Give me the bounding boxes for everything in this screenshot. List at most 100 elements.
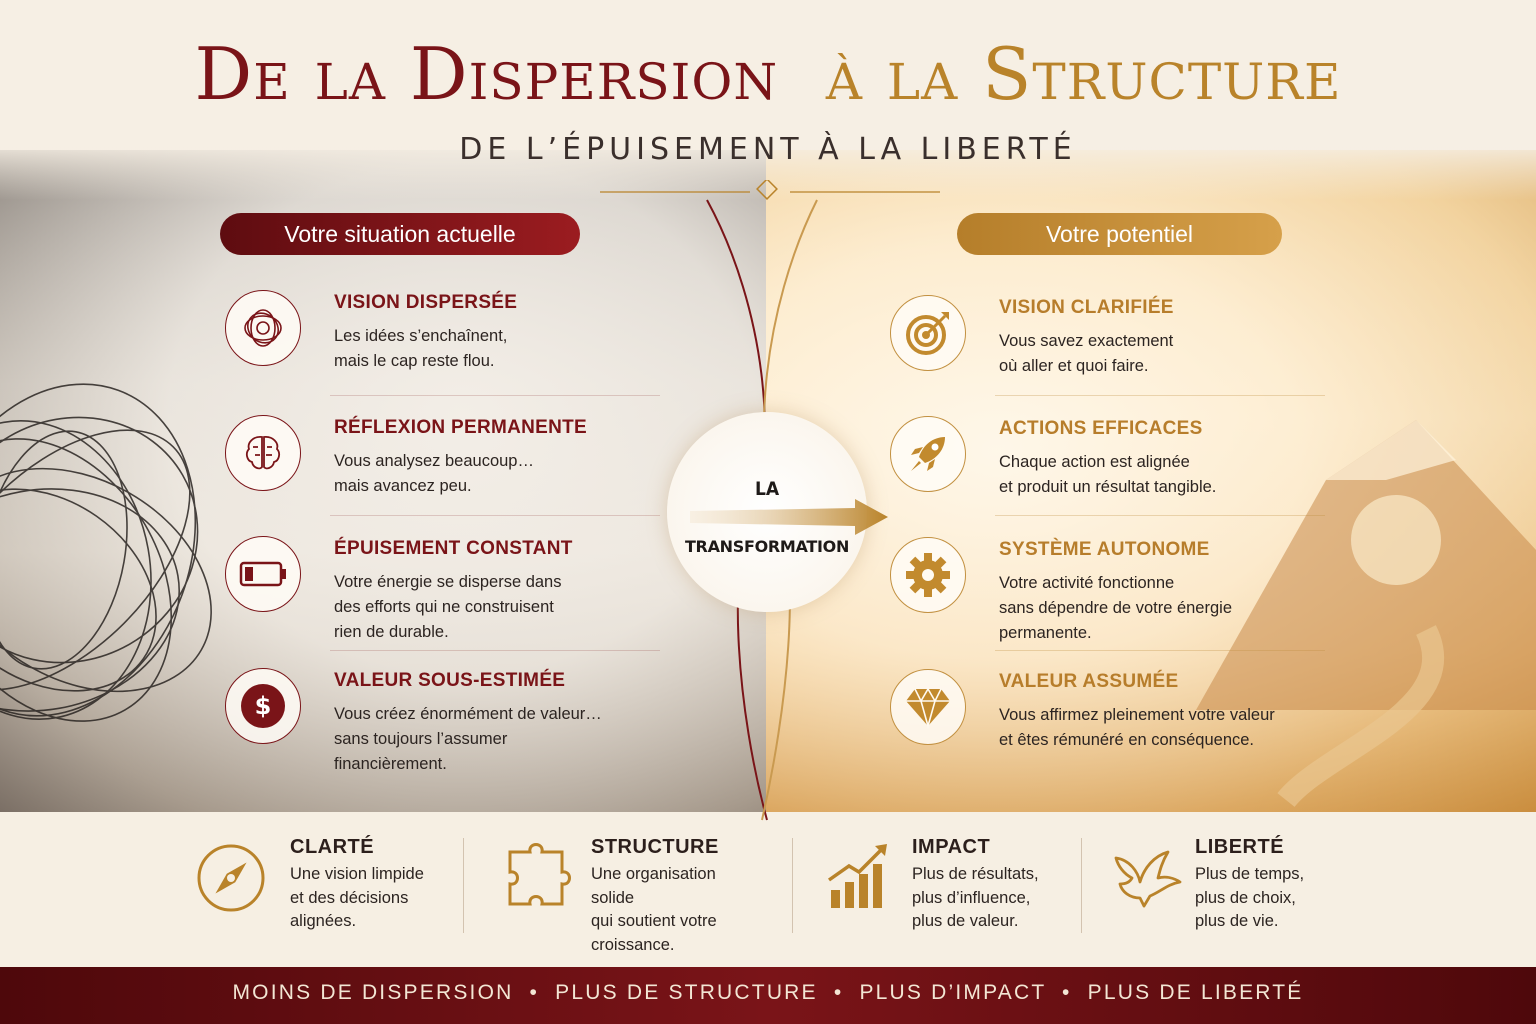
right-item-actions-efficaces: ACTIONS EFFICACES Chaque action est alig…: [890, 416, 1310, 526]
desc-line: Vous affirmez pleinement votre valeur: [999, 706, 1275, 724]
desc-line: alignées.: [290, 912, 357, 930]
pillar-title: IMPACT: [912, 836, 991, 858]
desc-line: financièrement.: [334, 755, 447, 773]
desc-line: et produit un résultat tangible.: [999, 478, 1217, 496]
item-desc: Chaque action est alignée et produit un …: [999, 450, 1309, 500]
desc-line: permanente.: [999, 624, 1092, 642]
main-title: De la Dispersion à la Structure: [0, 38, 1536, 110]
pillar-separator: [1081, 838, 1082, 933]
dove-icon: [1114, 850, 1182, 908]
right-item-systeme-autonome: SYSTÈME AUTONOME Votre activité fonction…: [890, 537, 1310, 647]
item-title: ACTIONS EFFICACES: [999, 418, 1203, 439]
left-item-valeur-sous-estimee: $ VALEUR SOUS-ESTIMÉE Vous créez énormém…: [225, 668, 645, 778]
ornament-divider: [600, 180, 940, 200]
rocket-icon: [890, 416, 966, 492]
pillar-separator: [792, 838, 793, 933]
separator: [995, 515, 1325, 516]
pillar-title: STRUCTURE: [591, 836, 719, 858]
desc-line: plus d’influence,: [912, 888, 1031, 907]
right-item-valeur-assumee: VALEUR ASSUMÉE Vous affirmez pleinement …: [890, 669, 1310, 779]
desc-line: et des décisions: [290, 888, 409, 907]
transformation-line-2: TRANSFORMATION: [684, 537, 850, 556]
item-desc: Vous analysez beaucoup… mais avancez peu…: [334, 449, 644, 499]
desc-line: sans toujours l’assumer: [334, 730, 508, 748]
item-title: VALEUR ASSUMÉE: [999, 671, 1179, 692]
pillar-separator: [463, 838, 464, 933]
desc-line: Chaque action est alignée: [999, 453, 1190, 471]
mountain-path-illustration: [1196, 420, 1536, 808]
desc-line: Votre activité fonctionne: [999, 574, 1175, 592]
title-part-1: De la Dispersion: [194, 32, 779, 116]
growth-chart-icon: [827, 844, 887, 908]
item-desc: Vous créez énormément de valeur… sans to…: [334, 702, 644, 777]
separator: [330, 515, 660, 516]
desc-line: et êtes rémunéré en conséquence.: [999, 731, 1255, 749]
subtitle: DE L’ÉPUISEMENT À LA LIBERTÉ: [459, 132, 1077, 167]
current-situation-label: Votre situation actuelle: [220, 213, 580, 255]
brain-icon: [225, 415, 301, 491]
desc-line: Votre énergie se disperse dans: [334, 573, 562, 591]
right-item-vision-clarifiee: VISION CLARIFIÉE Vous savez exactement o…: [890, 295, 1310, 405]
header-band: [0, 0, 1536, 200]
low-battery-icon: [225, 536, 301, 612]
desc-line: Vous analysez beaucoup…: [334, 452, 534, 470]
pillar-desc: Plus de temps, plus de choix, plus de vi…: [1195, 863, 1304, 934]
left-background-misty-landscape: [0, 150, 770, 820]
item-desc: Vous affirmez pleinement votre valeur et…: [999, 703, 1309, 753]
desc-line: sans dépendre de votre énergie: [999, 599, 1232, 617]
item-title: VALEUR SOUS-ESTIMÉE: [334, 670, 566, 691]
item-title: VISION CLARIFIÉE: [999, 297, 1174, 318]
separator: [995, 395, 1325, 396]
pillar-impact: IMPACT Plus de résultats, plus d’influen…: [825, 832, 1085, 942]
title-part-2: à la Structure: [825, 32, 1342, 116]
item-title: SYSTÈME AUTONOME: [999, 539, 1210, 560]
desc-line: Une organisation solide: [591, 865, 716, 907]
item-title: ÉPUISEMENT CONSTANT: [334, 538, 573, 559]
tangled-wire-illustration: [0, 383, 212, 722]
pillar-desc: Une organisation solide qui soutient vot…: [591, 863, 760, 957]
left-item-reflexion-permanente: RÉFLEXION PERMANENTE Vous analysez beauc…: [225, 415, 645, 525]
potential-label: Votre potentiel: [957, 213, 1282, 255]
desc-line: où aller et quoi faire.: [999, 357, 1149, 375]
desc-line: Les idées s’enchaînent,: [334, 327, 508, 345]
pillar-liberte: LIBERTÉ Plus de temps, plus de choix, pl…: [1110, 832, 1370, 942]
diamond-icon: [890, 669, 966, 745]
desc-line: rien de durable.: [334, 623, 449, 641]
desc-line: plus de vie.: [1195, 912, 1279, 930]
desc-line: plus de choix,: [1195, 888, 1296, 907]
left-item-vision-dispersee: VISION DISPERSÉE Les idées s’enchaînent,…: [225, 290, 645, 400]
desc-line: mais avancez peu.: [334, 477, 472, 495]
pillar-clarte: CLARTÉ Une vision limpide et des décisio…: [193, 832, 453, 942]
desc-line: qui soutient votre: [591, 912, 717, 930]
desc-line: mais le cap reste flou.: [334, 352, 495, 370]
desc-line: Vous créez énormément de valeur…: [334, 705, 602, 723]
gear-icon: [890, 537, 966, 613]
left-item-epuisement-constant: ÉPUISEMENT CONSTANT Votre énergie se dis…: [225, 536, 645, 646]
pillar-desc: Une vision limpide et des décisions alig…: [290, 863, 424, 934]
item-title: RÉFLEXION PERMANENTE: [334, 417, 588, 438]
pillars-band: [0, 812, 1536, 967]
pillar-desc: Plus de résultats, plus d’influence, plu…: [912, 863, 1039, 934]
separator: [995, 650, 1325, 651]
desc-line: croissance.: [591, 935, 675, 954]
desc-line: plus de valeur.: [912, 912, 1019, 930]
transformation-line-1: LA: [754, 478, 780, 500]
compass-icon: [197, 844, 265, 912]
footer-banner: MOINS DE DISPERSION • PLUS DE STRUCTURE …: [0, 967, 1536, 1024]
desc-line: Vous savez exactement: [999, 332, 1174, 350]
item-desc: Votre activité fonctionne sans dépendre …: [999, 571, 1309, 646]
pillar-title: CLARTÉ: [290, 836, 375, 858]
desc-line: Une vision limpide: [290, 865, 424, 883]
target-icon: [890, 295, 966, 371]
item-desc: Vous savez exactement où aller et quoi f…: [999, 329, 1309, 379]
tangled-circle-icon: [225, 290, 301, 366]
svg-text:$: $: [255, 692, 272, 720]
item-desc: Les idées s’enchaînent, mais le cap rest…: [334, 324, 644, 374]
desc-line: des efforts qui ne construisent: [334, 598, 554, 616]
desc-line: Plus de temps,: [1195, 865, 1305, 883]
transformation-arrow-icon: [690, 499, 888, 535]
pillar-structure: STRUCTURE Une organisation solide qui so…: [500, 832, 760, 954]
desc-line: Plus de résultats,: [912, 865, 1039, 883]
separator: [330, 395, 660, 396]
puzzle-icon: [508, 843, 571, 906]
